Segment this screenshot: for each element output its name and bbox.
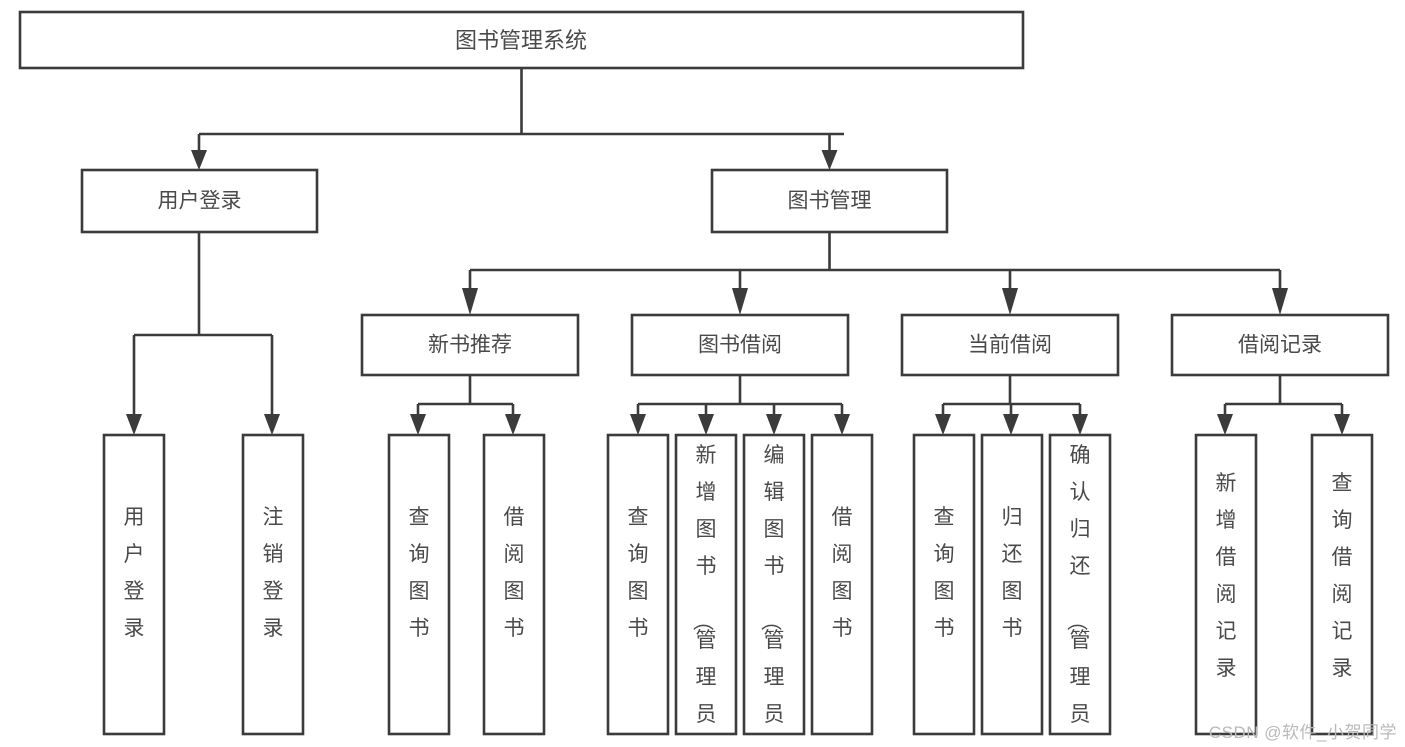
- arrow-userlogin-leaf-1: [126, 414, 142, 435]
- arrow-newbook-leaf-1: [410, 414, 426, 435]
- arrow-borrow-leaf-2: [698, 414, 714, 435]
- leaf-user-login-logout[interactable]: 注销登录: [241, 433, 305, 736]
- leaf-box[interactable]: [810, 433, 874, 736]
- node-current-borrow-box[interactable]: [900, 313, 1120, 377]
- arrow-borrow-leaf-1: [630, 414, 646, 435]
- leaf-box[interactable]: [102, 433, 166, 736]
- arrow-current-leaf-1: [935, 414, 951, 435]
- node-user-login-label: 用户登录: [158, 190, 242, 213]
- leaf-box[interactable]: [980, 433, 1044, 736]
- leaf-record-query-record[interactable]: 查询借阅记录: [1310, 433, 1374, 736]
- leaf-label: 归还图书: [1002, 506, 1023, 640]
- leaf-current-return-book[interactable]: 归还图书: [980, 433, 1044, 736]
- leaf-borrow-edit-book[interactable]: 编辑图书（管理员）: [742, 433, 806, 747]
- leaf-borrow-borrow-book[interactable]: 借阅图书: [810, 433, 874, 736]
- leaf-label: 查询图书: [934, 506, 955, 640]
- node-borrow-record[interactable]: 借阅记录: [1170, 313, 1390, 377]
- node-book-management-label: 图书管理: [788, 190, 872, 213]
- node-user-login[interactable]: 用户登录: [80, 168, 319, 234]
- leaf-record-add-record[interactable]: 新增借阅记录: [1194, 433, 1258, 736]
- leaf-current-query-book[interactable]: 查询图书: [912, 433, 976, 736]
- leaf-label: 借阅图书: [504, 506, 525, 640]
- node-borrow-record-box[interactable]: [1170, 313, 1390, 377]
- arrow-userlogin-leaf-2: [264, 414, 280, 435]
- leaf-borrow-add-book[interactable]: 新增图书（管理员）: [674, 433, 738, 747]
- node-borrow-record-label: 借阅记录: [1238, 334, 1322, 357]
- arrow-bookmgmt-to-newbook: [462, 288, 478, 315]
- arrow-newbook-leaf-2: [505, 414, 521, 435]
- arrow-borrow-leaf-4: [834, 414, 850, 435]
- node-book-borrow-box[interactable]: [630, 313, 850, 377]
- arrow-bookmgmt-to-borrow: [732, 288, 748, 315]
- arrow-bookmgmt-to-record: [1272, 288, 1288, 315]
- arrow-current-leaf-2: [1003, 414, 1019, 435]
- leaf-layer: 用户登录 注销登录 查询图书 借阅图书 查询图书 新增图书: [102, 433, 1374, 747]
- node-new-book-recommend-box[interactable]: [360, 313, 580, 377]
- node-root-box[interactable]: [18, 10, 1025, 70]
- arrow-bookmgmt-to-current: [1002, 288, 1018, 315]
- leaf-current-confirm-return[interactable]: 确认归还（管理员）: [1048, 433, 1112, 747]
- node-root-label: 图书管理系统: [455, 28, 587, 53]
- arrow-current-leaf-3: [1072, 414, 1088, 435]
- leaf-borrow-query-book[interactable]: 查询图书: [606, 433, 670, 736]
- leaf-box[interactable]: [1310, 433, 1374, 736]
- leaf-label: 查询图书: [628, 506, 649, 640]
- arrow-record-leaf-1: [1217, 414, 1233, 435]
- arrow-record-leaf-2: [1334, 414, 1350, 435]
- leaf-box[interactable]: [742, 433, 806, 736]
- leaf-box[interactable]: [241, 433, 305, 736]
- node-current-borrow-label: 当前借阅: [968, 334, 1052, 357]
- node-book-borrow-label: 图书借阅: [698, 334, 782, 357]
- leaf-label: 确认归还（管理员）: [1065, 444, 1091, 747]
- leaf-new-book-borrow[interactable]: 借阅图书: [482, 433, 546, 736]
- leaf-label: 借阅图书: [832, 506, 853, 640]
- node-user-login-box[interactable]: [80, 168, 319, 234]
- leaf-label: 查询图书: [409, 506, 430, 640]
- leaf-box[interactable]: [482, 433, 546, 736]
- node-root-book-management-system[interactable]: 图书管理系统: [18, 10, 1025, 70]
- leaf-label: 查询借阅记录: [1332, 472, 1353, 680]
- leaf-box[interactable]: [1194, 433, 1258, 736]
- node-new-book-recommend-label: 新书推荐: [428, 334, 512, 357]
- csdn-watermark: CSDN @软件_小贺同学: [1208, 723, 1397, 742]
- connector-layer: [126, 68, 1350, 435]
- leaf-label: 新增借阅记录: [1216, 472, 1237, 680]
- node-book-management[interactable]: 图书管理: [710, 168, 949, 234]
- leaf-new-book-query[interactable]: 查询图书: [387, 433, 451, 736]
- leaf-label: 注销登录: [263, 506, 284, 640]
- leaf-user-login-login[interactable]: 用户登录: [102, 433, 166, 736]
- arrow-root-to-user-login: [191, 150, 207, 170]
- arrow-borrow-leaf-3: [766, 414, 782, 435]
- node-new-book-recommend[interactable]: 新书推荐: [360, 313, 580, 377]
- leaf-box[interactable]: [387, 433, 451, 736]
- node-current-borrow[interactable]: 当前借阅: [900, 313, 1120, 377]
- leaf-label: 新增图书（管理员）: [691, 444, 717, 747]
- leaf-label: 编辑图书（管理员）: [759, 444, 785, 747]
- arrow-root-to-book-mgmt: [821, 150, 838, 170]
- leaf-label: 用户登录: [124, 506, 145, 640]
- leaf-box[interactable]: [606, 433, 670, 736]
- node-book-management-box[interactable]: [710, 168, 949, 234]
- leaf-box[interactable]: [912, 433, 976, 736]
- leaf-box[interactable]: [674, 433, 738, 736]
- node-book-borrow[interactable]: 图书借阅: [630, 313, 850, 377]
- leaf-box[interactable]: [1048, 433, 1112, 736]
